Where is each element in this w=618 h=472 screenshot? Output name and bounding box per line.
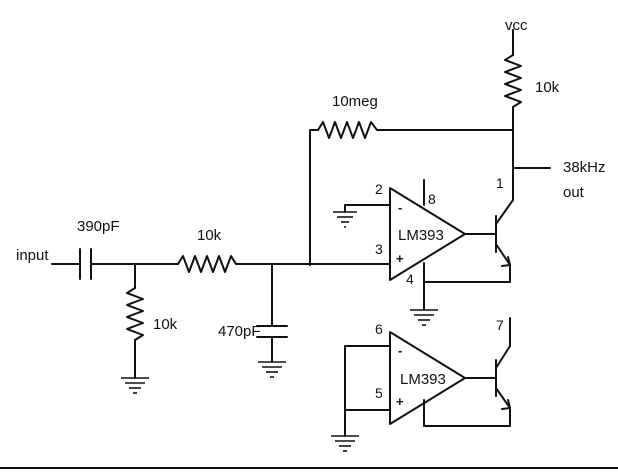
comparator-b-triangle — [389, 331, 466, 425]
feedback-resistor — [317, 121, 378, 139]
comparator-a-pin8: 8 — [428, 191, 436, 207]
feedback-resistor-label: 10meg — [332, 93, 378, 110]
output-word-label: out — [563, 184, 585, 201]
shunt-resistor-label: 10k — [153, 316, 178, 333]
input-label: input — [16, 247, 49, 264]
comparator-a-pin1: 1 — [496, 175, 504, 191]
comparator-b-pin6: 6 — [375, 321, 383, 337]
comparator-a-pin2: 2 — [375, 181, 383, 197]
output-freq-label: 38kHz — [563, 159, 606, 176]
pullup-resistor — [504, 54, 522, 108]
transistor-a-emitter — [495, 243, 511, 266]
comparator-b-minus: - — [398, 343, 402, 358]
comparator-a-part: LM393 — [398, 227, 444, 244]
transistor-a-collector — [495, 199, 514, 225]
comparator-a-pin4: 4 — [406, 271, 414, 287]
series-resistor — [177, 255, 237, 273]
transistor-b-collector — [495, 345, 511, 369]
transistor-b-emitter — [495, 387, 511, 409]
comparator-a-minus: - — [398, 200, 402, 215]
shunt-resistor — [126, 287, 144, 341]
comparator-b-part: LM393 — [400, 371, 446, 388]
comparator-a-plus: + — [396, 251, 404, 266]
input-capacitor-label: 390pF — [77, 218, 120, 235]
series-resistor-label: 10k — [197, 227, 222, 244]
comparator-a-triangle — [389, 187, 466, 281]
comparator-b-plus: + — [396, 394, 404, 409]
filter-capacitor-label: 470pF — [218, 323, 261, 340]
pullup-resistor-label: 10k — [535, 79, 560, 96]
comparator-b-pin5: 5 — [375, 385, 383, 401]
comparator-b-pin7: 7 — [496, 317, 504, 333]
vcc-label: vcc — [505, 17, 528, 34]
comparator-a-pin3: 3 — [375, 241, 383, 257]
